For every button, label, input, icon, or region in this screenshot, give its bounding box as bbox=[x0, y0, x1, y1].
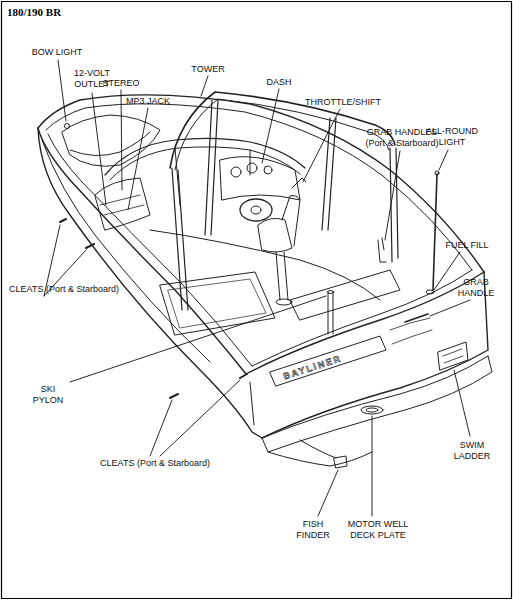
callout-label: SWIM LADDER bbox=[449, 440, 495, 462]
callout-label: SKI PYLON bbox=[28, 384, 68, 406]
callout-label: GRAB HANDLES (Port & Starboard) bbox=[361, 127, 443, 149]
callout-label: CLEATS (Port & Starboard) bbox=[9, 284, 119, 295]
callout-label: MP3 JACK bbox=[126, 96, 170, 107]
callout-label: MOTOR WELL DECK PLATE bbox=[345, 519, 411, 541]
callout-label: BOW LIGHT bbox=[32, 47, 83, 58]
callout-label: DASH bbox=[266, 77, 291, 88]
callout-label: GRAB HANDLE bbox=[446, 277, 506, 299]
callout-label: CLEATS (Port & Starboard) bbox=[100, 458, 210, 469]
callout-label: STEREO bbox=[102, 78, 139, 89]
diagram-title: 180/190 BR bbox=[7, 6, 61, 18]
callout-label: TOWER bbox=[191, 64, 224, 75]
callout-label: FISH FINDER bbox=[291, 519, 335, 541]
callout-label: FUEL FILL bbox=[445, 240, 488, 251]
callout-label: THROTTLE/SHIFT bbox=[305, 97, 381, 108]
